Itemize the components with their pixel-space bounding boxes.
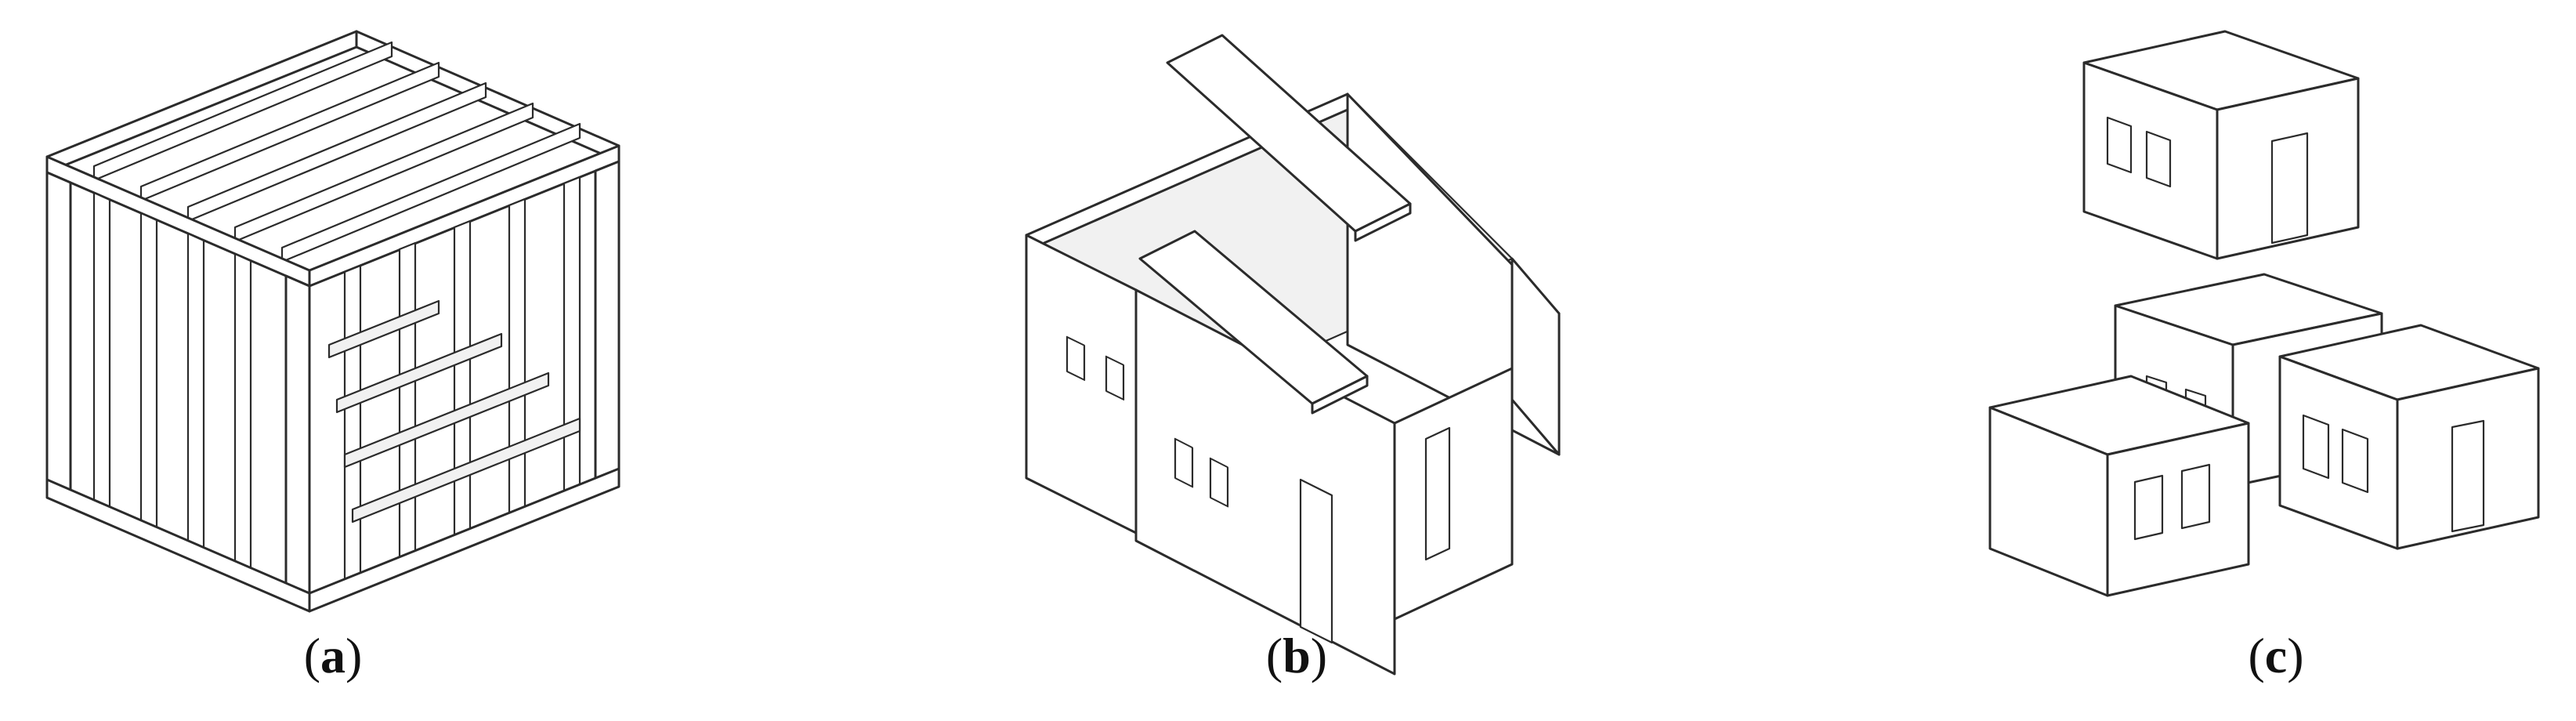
door	[2270, 132, 2309, 245]
caption-c: (c)	[2248, 628, 2304, 683]
window	[2106, 116, 2133, 174]
window	[1105, 355, 1125, 400]
caption-a: (a)	[303, 628, 363, 683]
frame-bottom-right-rail	[308, 467, 620, 613]
caption-a-letter: a	[320, 628, 346, 683]
caption-c-letter: c	[2264, 628, 2288, 683]
window	[2341, 428, 2369, 494]
module-left	[1988, 375, 2250, 597]
panel-b-panelised-house	[1025, 34, 1561, 676]
door-opening	[1299, 478, 1333, 644]
window	[2145, 130, 2172, 188]
front-face-posts	[45, 171, 311, 607]
panel-c-volumetric-modules	[1988, 30, 2540, 597]
roof-panel-lower-edge	[1311, 375, 1369, 415]
window	[2302, 414, 2330, 480]
door-opening	[1424, 426, 1451, 561]
caption-b-letter: b	[1283, 628, 1311, 683]
frame-bottom-front-rail	[45, 478, 311, 613]
partition-wall-panel	[1393, 367, 1514, 621]
window	[1209, 457, 1229, 508]
roof-joists	[92, 41, 581, 263]
window	[1174, 437, 1194, 488]
roof-panel-upper-edge	[1354, 202, 1412, 242]
window	[2180, 463, 2211, 530]
frame-top-back-rail	[355, 30, 620, 163]
frame-top-left-rail	[45, 30, 358, 174]
caption-b: (b)	[1265, 628, 1328, 683]
right-wall-panel	[1511, 257, 1561, 456]
module-top	[2082, 30, 2360, 260]
door	[2451, 419, 2485, 533]
window	[2133, 474, 2164, 541]
floor-joists	[327, 299, 581, 524]
module-right	[2278, 324, 2540, 550]
window	[1065, 335, 1086, 381]
panel-a-frame-structure	[45, 30, 620, 613]
